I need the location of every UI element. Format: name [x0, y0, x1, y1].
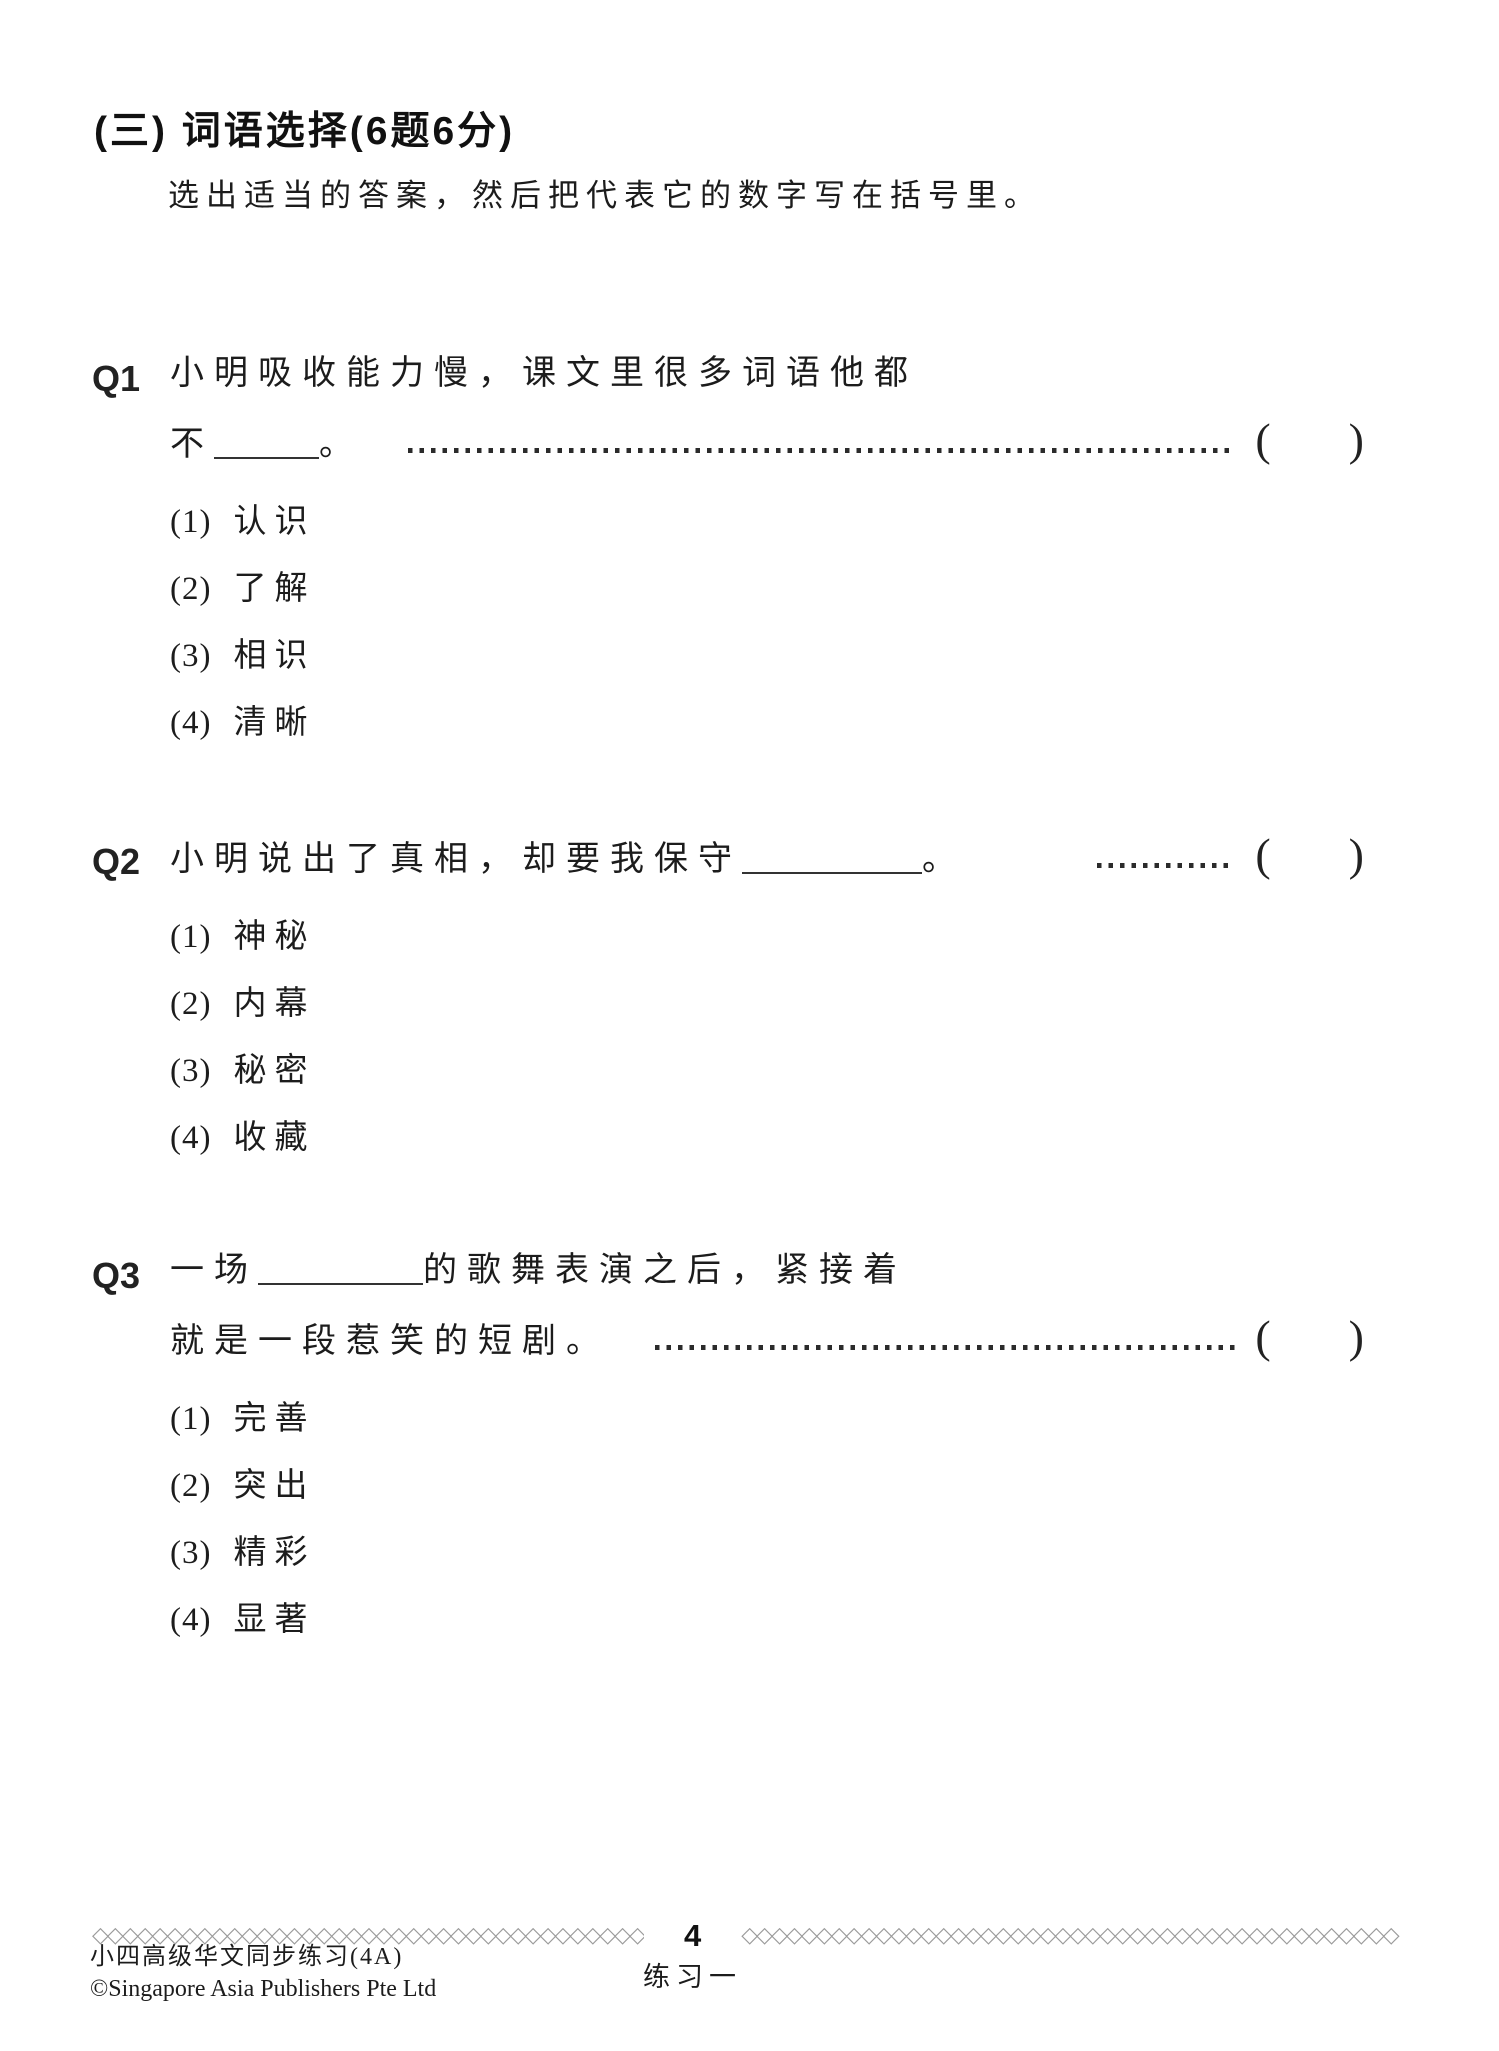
- option-number: (2): [170, 571, 212, 607]
- option-text: 显著: [233, 1602, 316, 1638]
- option-number: (1): [170, 504, 212, 540]
- option-row: (4) 显著: [170, 1587, 1364, 1654]
- dotted-leader: [655, 1344, 1236, 1350]
- option-text: 神秘: [233, 919, 316, 955]
- option-number: (3): [170, 1535, 212, 1571]
- open-paren: (: [1255, 414, 1271, 465]
- fill-in-blank: [214, 457, 319, 459]
- close-paren: ): [1348, 414, 1364, 465]
- question-1-label: Q1: [92, 358, 141, 399]
- option-row: (2) 突出: [170, 1453, 1364, 1520]
- question-1-line-1: 小明吸收能力慢，课文里很多词语他都: [170, 345, 1364, 413]
- close-paren: ): [1348, 1311, 1364, 1362]
- question-1-text: 小明吸收能力慢，课文里很多词语他都: [170, 355, 918, 392]
- close-paren: ): [1348, 829, 1364, 880]
- diamond-chain-ornament: ◇◇◇◇◇◇◇◇◇◇◇◇◇◇◇◇◇◇◇◇◇◇◇◇◇◇◇◇◇◇◇◇◇◇◇◇◇◇◇◇…: [741, 1923, 1399, 1948]
- option-row: (1) 认识: [170, 489, 1364, 556]
- question-2-body: 小明说出了真相，却要我保守 。 ( ) (1) 神秘 (2) 内幕 (3) 秘密: [170, 828, 1364, 1172]
- option-text: 相识: [233, 638, 316, 674]
- question-2-options: (1) 神秘 (2) 内幕 (3) 秘密 (4) 收藏: [170, 904, 1364, 1172]
- question-1-line2-prefix: 不: [170, 426, 214, 463]
- exercise-label: 练习一: [643, 1962, 742, 1992]
- option-number: (3): [170, 1053, 212, 1089]
- question-3-text-prefix: 一场: [170, 1252, 258, 1289]
- answer-brackets: ( ): [1255, 828, 1364, 881]
- question-2-period: 。: [922, 841, 966, 878]
- book-title: 小四高级华文同步练习(4A): [90, 1944, 404, 1970]
- section-instruction: 选出适当的答案，然后把代表它的数字写在括号里。: [168, 178, 1042, 213]
- option-text: 精彩: [233, 1535, 316, 1571]
- option-number: (1): [170, 1401, 212, 1437]
- question-3-options: (1) 完善 (2) 突出 (3) 精彩 (4) 显著: [170, 1386, 1364, 1654]
- option-row: (4) 收藏: [170, 1105, 1364, 1172]
- question-2: Q2 小明说出了真相，却要我保守 。 ( ) (1) 神秘 (2) 内幕: [92, 828, 1364, 1172]
- question-3-body: 一场 的歌舞表演之后，紧接着 就是一段惹笑的短剧。 ( ) (1) 完善 (2) 突…: [170, 1242, 1364, 1654]
- option-row: (2) 了解: [170, 556, 1364, 623]
- footer-ornament-row: ◇◇◇◇◇◇◇◇◇◇◇◇◇◇◇◇◇◇◇◇◇◇◇◇◇◇◇◇◇◇◇◇◇◇◇◇◇◇◇◇…: [92, 1918, 1404, 1954]
- question-1-period: 。: [319, 426, 363, 463]
- option-number: (4): [170, 705, 212, 741]
- page-number: 4: [684, 1918, 702, 1953]
- option-text: 完善: [233, 1401, 316, 1437]
- option-number: (2): [170, 1468, 212, 1504]
- option-text: 了解: [233, 571, 316, 607]
- question-1-line-2: 不 。 ( ): [170, 413, 1364, 481]
- option-text: 收藏: [233, 1120, 316, 1156]
- answer-brackets: ( ): [1255, 1310, 1364, 1363]
- option-row: (3) 精彩: [170, 1520, 1364, 1587]
- question-3-text-suffix: 的歌舞表演之后，紧接着: [423, 1252, 907, 1289]
- fill-in-blank: [258, 1283, 423, 1285]
- dotted-leader: [1097, 862, 1236, 868]
- option-number: (3): [170, 638, 212, 674]
- fill-in-blank: [742, 872, 922, 874]
- option-text: 内幕: [233, 986, 316, 1022]
- option-number: (4): [170, 1120, 212, 1156]
- dotted-leader: [408, 447, 1236, 453]
- question-2-line-1: 小明说出了真相，却要我保守 。 ( ): [170, 828, 1364, 896]
- question-1-options: (1) 认识 (2) 了解 (3) 相识 (4) 清晰: [170, 489, 1364, 757]
- question-3-line-2: 就是一段惹笑的短剧。 ( ): [170, 1310, 1364, 1378]
- option-row: (3) 秘密: [170, 1038, 1364, 1105]
- diamond-chain-ornament: ◇◇◇◇◇◇◇◇◇◇◇◇◇◇◇◇◇◇◇◇◇◇◇◇◇◇◇◇◇◇◇◇◇◇◇◇◇◇◇◇…: [92, 1923, 644, 1948]
- question-3-line2-text: 就是一段惹笑的短剧。: [170, 1323, 610, 1360]
- option-text: 认识: [233, 504, 316, 540]
- answer-brackets: ( ): [1255, 413, 1364, 466]
- section-title: (三) 词语选择(6题6分): [94, 110, 516, 153]
- option-row: (1) 完善: [170, 1386, 1364, 1453]
- question-3: Q3 一场 的歌舞表演之后，紧接着 就是一段惹笑的短剧。 ( ) (1) 完善: [92, 1242, 1364, 1654]
- option-row: (2) 内幕: [170, 971, 1364, 1038]
- question-3-line-1: 一场 的歌舞表演之后，紧接着: [170, 1242, 1364, 1310]
- option-number: (4): [170, 1602, 212, 1638]
- option-text: 秘密: [233, 1053, 316, 1089]
- question-2-text: 小明说出了真相，却要我保守: [170, 841, 742, 878]
- option-row: (4) 清晰: [170, 690, 1364, 757]
- copyright-notice: ©Singapore Asia Publishers Pte Ltd: [90, 1976, 437, 2002]
- question-1-body: 小明吸收能力慢，课文里很多词语他都 不 。 ( ) (1) 认识 (2) 了解: [170, 345, 1364, 757]
- option-row: (3) 相识: [170, 623, 1364, 690]
- question-3-label: Q3: [92, 1255, 141, 1296]
- option-text: 突出: [233, 1468, 316, 1504]
- open-paren: (: [1255, 1311, 1271, 1362]
- question-1: Q1 小明吸收能力慢，课文里很多词语他都 不 。 ( ) (1) 认识: [92, 345, 1364, 757]
- option-number: (1): [170, 919, 212, 955]
- option-row: (1) 神秘: [170, 904, 1364, 971]
- open-paren: (: [1255, 829, 1271, 880]
- option-number: (2): [170, 986, 212, 1022]
- option-text: 清晰: [233, 705, 316, 741]
- question-2-label: Q2: [92, 841, 141, 882]
